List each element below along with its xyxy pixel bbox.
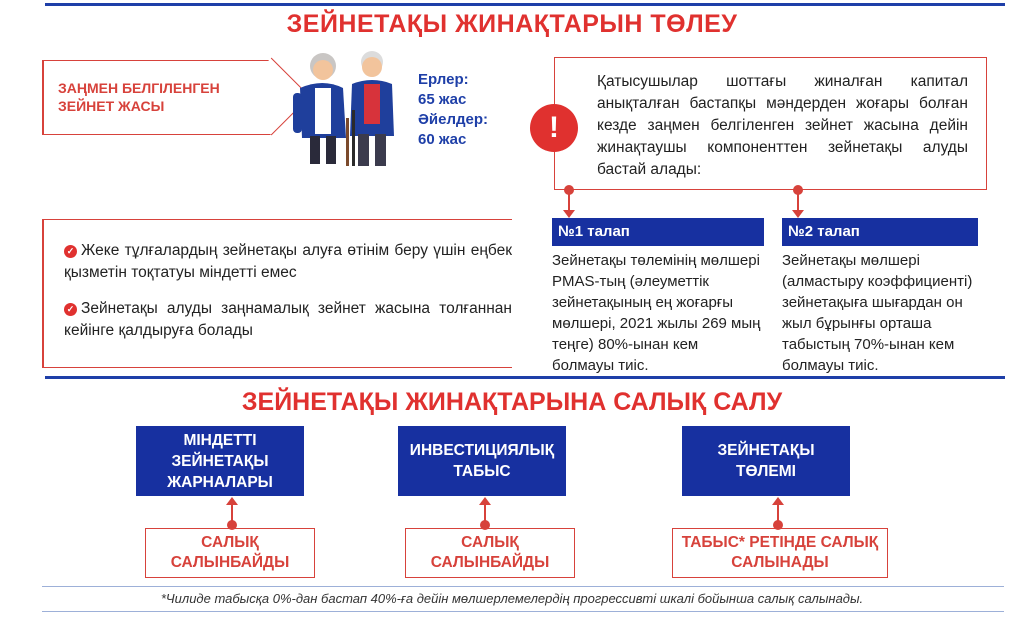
tax-item-1-foot: САЛЫҚ САЛЫНБАЙДЫ	[145, 528, 315, 578]
tax-item-3-foot: ТАБЫС* РЕТІНДЕ САЛЫҚ САЛЫНАДЫ	[672, 528, 888, 578]
bullet-text-1: Жеке тұлғалардың зейнетақы алуға өтінім …	[64, 242, 512, 281]
arrow-up-icon	[479, 497, 491, 530]
capital-condition-text: Қатысушылар шоттағы жиналған капитал аны…	[597, 73, 968, 178]
footnote: *Чилиде табысқа 0%-дан бастап 40%-ға дей…	[160, 591, 864, 606]
retirement-age-label-box: ЗАҢМЕН БЕЛГІЛЕНГЕН ЗЕЙНЕТ ЖАСЫ	[42, 60, 272, 135]
section2-title: ЗЕЙНЕТАҚЫ ЖИНАҚТАРЫНА САЛЫҚ САЛУ	[241, 388, 783, 416]
men-label: Ерлер:	[418, 71, 469, 88]
tax-item-2-foot: САЛЫҚ САЛЫНБАЙДЫ	[405, 528, 575, 578]
elderly-couple-illustration	[293, 51, 394, 166]
top-divider	[45, 3, 1005, 6]
tax-item-1-head: МІНДЕТТІ ЗЕЙНЕТАҚЫ ЖАРНАЛАРЫ	[136, 426, 304, 496]
arrow-down-icon	[792, 185, 804, 218]
men-age: 65 жас	[418, 91, 467, 108]
requirement-1-text: Зейнетақы төлемінің мөлшері PMAS-тың (әл…	[552, 252, 761, 374]
arrow-up-icon	[772, 497, 784, 530]
requirement-2-text: Зейнетақы мөлшері (алмастыру коэффициент…	[782, 252, 973, 374]
capital-condition-box: Қатысушылар шоттағы жиналған капитал аны…	[554, 57, 987, 190]
arrow-down-icon	[563, 185, 575, 218]
bullet-text-2: Зейнетақы алуды заңнамалық зейнет жасына…	[64, 300, 512, 339]
requirement-2-title: №2 талап	[782, 218, 978, 246]
tax-item-2-head: ИНВЕСТИЦИЯЛЫҚ ТАБЫС	[398, 426, 566, 496]
arrow-up-icon	[226, 497, 238, 530]
bullet-list: ✓Жеке тұлғалардың зейнетақы алуға өтінім…	[42, 219, 512, 368]
list-item: ✓Жеке тұлғалардың зейнетақы алуға өтінім…	[64, 240, 512, 284]
women-label: Әйелдер:	[418, 111, 489, 128]
retirement-ages: Ерлер: 65 жас Әйелдер: 60 жас	[418, 70, 488, 150]
women-age: 60 жас	[418, 131, 467, 148]
tax-item-3-head: ЗЕЙНЕТАҚЫ ТӨЛЕМІ	[682, 426, 850, 496]
footnote-divider-top	[42, 586, 1004, 587]
exclamation-circle-icon: !	[530, 104, 578, 152]
middle-divider	[45, 376, 1005, 379]
section1-title: ЗЕЙНЕТАҚЫ ЖИНАҚТАРЫН ТӨЛЕУ	[286, 10, 738, 38]
check-circle-icon: ✓	[64, 303, 77, 316]
retirement-age-label: ЗАҢМЕН БЕЛГІЛЕНГЕН ЗЕЙНЕТ ЖАСЫ	[58, 80, 220, 114]
check-circle-icon: ✓	[64, 245, 77, 258]
requirement-1-title: №1 талап	[552, 218, 764, 246]
footnote-divider-bottom	[42, 611, 1004, 612]
list-item: ✓Зейнетақы алуды заңнамалық зейнет жасын…	[64, 298, 512, 342]
